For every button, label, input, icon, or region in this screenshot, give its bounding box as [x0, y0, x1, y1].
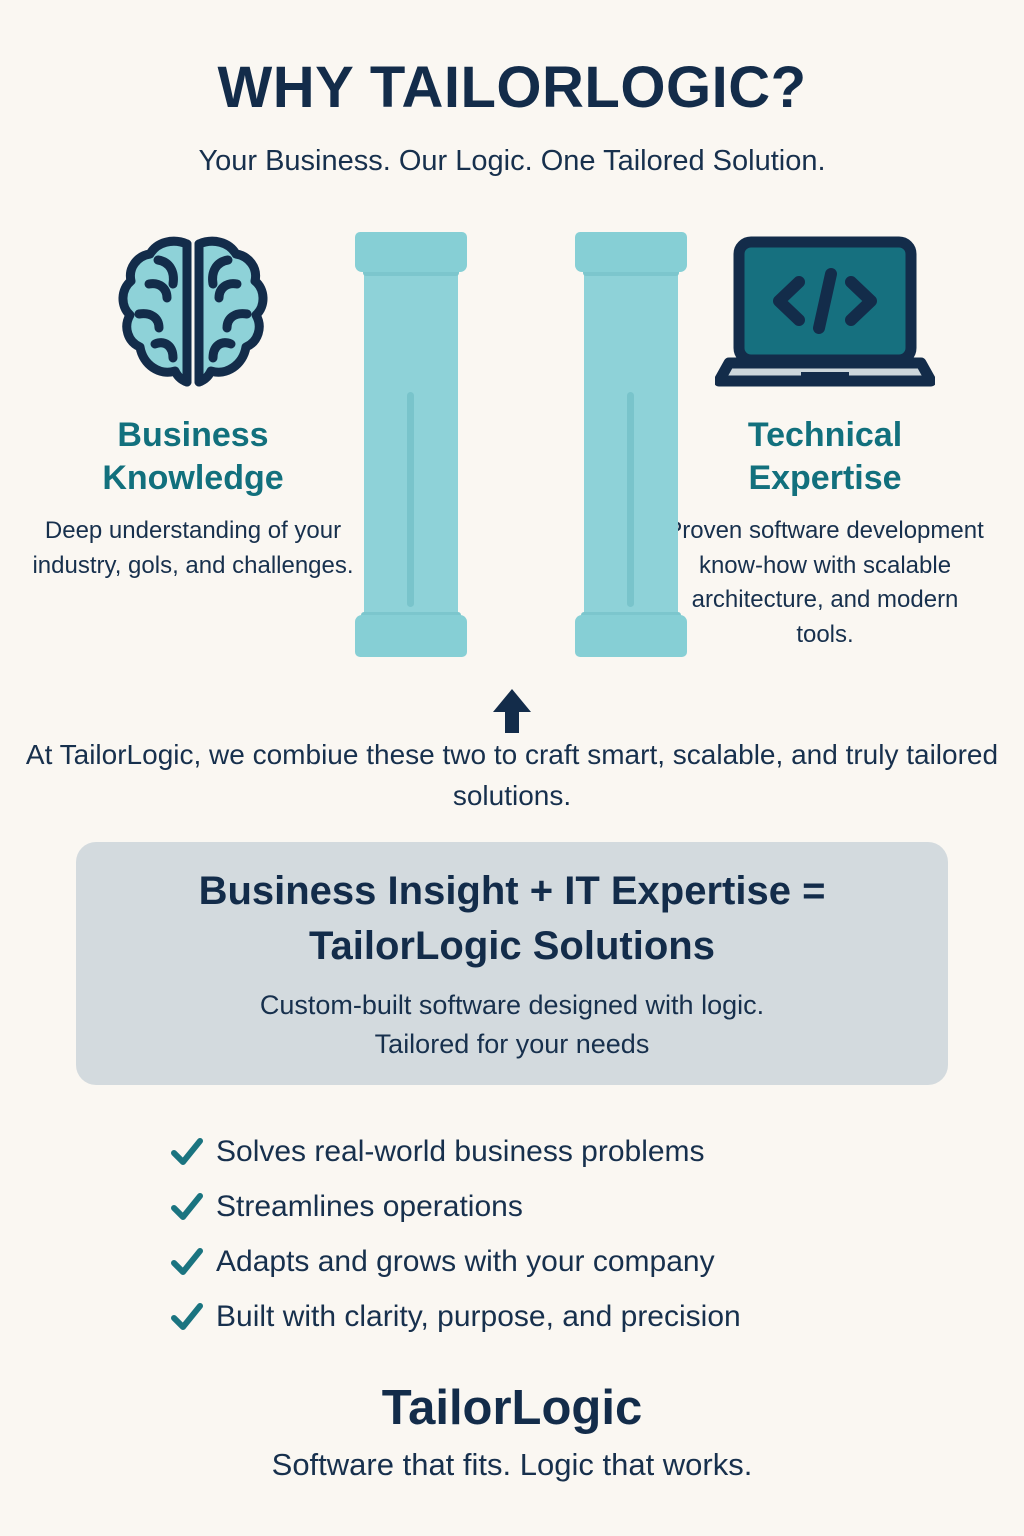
pillar-base [355, 615, 467, 657]
list-item: Adapts and grows with your company [0, 1234, 1024, 1289]
equation-subtext-line1: Custom-built software designed with logi… [259, 990, 765, 1021]
column-business-knowledge: Business Knowledge Deep understanding of… [28, 232, 358, 583]
arrow-up-icon [489, 687, 535, 733]
column-technical-expertise: Technical Expertise Proven software deve… [660, 232, 990, 653]
column-heading: Technical Expertise [660, 414, 990, 500]
pillar-flute [407, 392, 414, 607]
brain-icon [28, 232, 358, 392]
list-item-label: Built with clarity, purpose, and precisi… [216, 1299, 741, 1333]
column-heading: Business Knowledge [28, 414, 358, 500]
column-body-text: Proven software development know-how wit… [666, 517, 984, 648]
pillar-capital [355, 232, 467, 272]
brand-name: TailorLogic [381, 1381, 643, 1435]
check-icon [170, 1190, 204, 1224]
equation-box: Business Insight + IT Expertise = Tailor… [76, 842, 948, 1085]
list-item-label: Streamlines operations [216, 1189, 523, 1223]
page-subtitle: Your Business. Our Logic. One Tailored S… [198, 145, 826, 177]
pillar-capital [575, 232, 687, 272]
list-item-label: Solves real-world business problems [216, 1134, 705, 1168]
list-item: Solves real-world business problems [0, 1124, 1024, 1179]
laptop-code-icon [660, 232, 990, 392]
page-title: WHY TAILORLOGIC? [217, 55, 807, 120]
benefits-checklist: Solves real-world business problems Stre… [0, 1124, 1024, 1344]
check-icon [170, 1245, 204, 1279]
pillar-icon-left [355, 232, 467, 657]
check-icon [170, 1300, 204, 1334]
equation-line-1: Business Insight + IT Expertise = [198, 869, 826, 913]
column-body-text: Deep understanding of your industry, gol… [32, 517, 354, 579]
column-heading-line1: Technical [747, 416, 903, 454]
check-icon [170, 1135, 204, 1169]
brand-tagline: Software that fits. Logic that works. [271, 1447, 753, 1482]
equation-subtext: Custom-built software designed with logi… [76, 986, 948, 1063]
list-item: Built with clarity, purpose, and precisi… [0, 1289, 1024, 1344]
column-heading-line2: Knowledge [102, 459, 284, 498]
list-item: Streamlines operations [0, 1179, 1024, 1234]
pillar-icon-right [575, 232, 687, 657]
combine-statement: At TailorLogic, we combiue these two to … [25, 739, 999, 811]
equation-subtext-line2: Tailored for your needs [374, 1028, 650, 1059]
equation-line-2: TailorLogic Solutions [309, 924, 715, 969]
pillar-flute [627, 392, 634, 607]
column-heading-line2: Expertise [748, 459, 902, 498]
column-heading-line1: Business [117, 416, 269, 454]
pillar-base [575, 615, 687, 657]
list-item-label: Adapts and grows with your company [216, 1244, 715, 1278]
